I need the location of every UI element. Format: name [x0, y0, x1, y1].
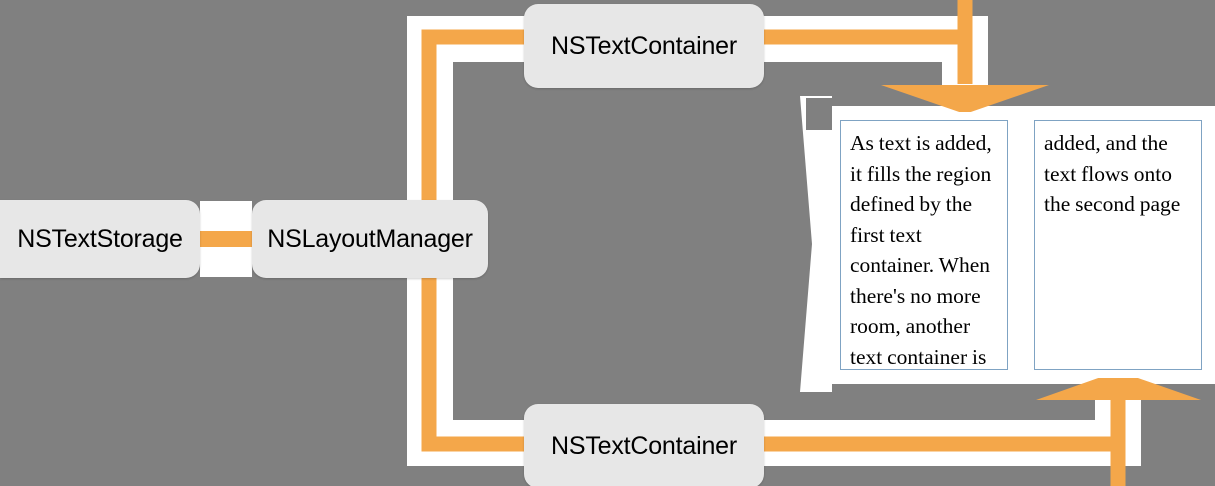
page-two-text: added, and the text flows onto the secon…: [1044, 131, 1181, 216]
arrowhead-down-page-one: [881, 85, 1049, 114]
halo-storage-link-point-top: [202, 203, 252, 239]
page-one-frame: As text is added, it fills the region de…: [840, 120, 1008, 370]
connector-lines: [421, 0, 1126, 486]
node-nstextstorage[interactable]: NSTextStorage: [0, 200, 200, 278]
arrowhead-up-page-two: [1036, 371, 1201, 400]
halo-page-left-notch: [800, 96, 832, 392]
page-one[interactable]: As text is added, it fills the region de…: [832, 112, 1016, 378]
node-nstextcontainer-top[interactable]: NSTextContainer: [524, 4, 764, 88]
node-nslayoutmanager-label: NSLayoutManager: [267, 224, 473, 253]
wire-storage-to-layout-manager: [200, 231, 260, 247]
node-nstextcontainer-bottom-label: NSTextContainer: [551, 431, 737, 460]
background-recut: [453, 62, 832, 420]
node-nstextcontainer-top-label: NSTextContainer: [551, 31, 737, 60]
node-nstextstorage-label: NSTextStorage: [17, 224, 183, 253]
page-two[interactable]: added, and the text flows onto the secon…: [1026, 112, 1210, 378]
recut-center-block: [453, 62, 790, 420]
recut-page-left-upper: [806, 98, 832, 130]
node-nstextcontainer-bottom[interactable]: NSTextContainer: [524, 404, 764, 486]
page-two-frame: added, and the text flows onto the secon…: [1034, 120, 1202, 370]
halo-storage-link-point-bottom: [202, 239, 252, 275]
node-nslayoutmanager[interactable]: NSLayoutManager: [252, 200, 488, 278]
page-one-text: As text is added, it fills the region de…: [850, 131, 992, 369]
